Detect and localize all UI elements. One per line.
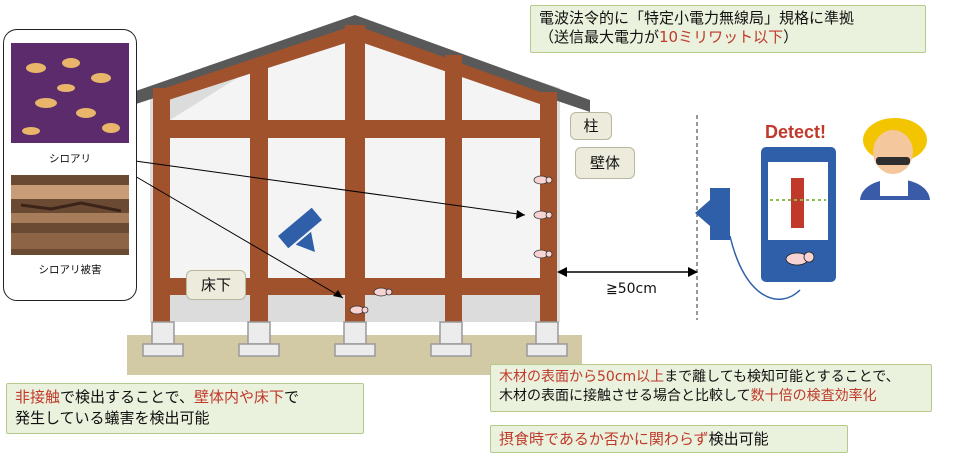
regulation-note: 電波法令的に「特定小電力無線局」規格に準拠 （送信最大電力が10ミリワット以下） <box>530 5 926 53</box>
efficiency-line2: 木材の表面に接触させる場合と比較して数十倍の検査効率化 <box>499 388 877 404</box>
distance-label: ≧50cm <box>606 281 657 297</box>
sensor-antenna-icon <box>695 188 730 240</box>
pillar-label: 柱 <box>583 117 599 135</box>
distance-efficiency-note: 木材の表面から50cm以上まで離しても検知可能とすることで、 木材の表面に接触さ… <box>490 364 932 412</box>
damage-caption: シロアリ被害 <box>38 264 102 276</box>
regulation-line1: 電波法令的に「特定小電力無線局」規格に準拠 <box>539 9 855 27</box>
termite-photo <box>11 43 129 143</box>
non-contact-note: 非接触で検出することで、壁体内や床下で 発生している蟻害を検出可能 <box>6 383 364 434</box>
underfloor-label: 床下 <box>200 276 231 294</box>
pointer-lines <box>127 159 526 299</box>
termite-photo-panel: シロアリ シロアリ被害 <box>3 29 137 301</box>
non-contact-line2: 発生している蟻害を検出可能 <box>15 409 210 427</box>
sensor-cable <box>729 235 801 300</box>
wall-callout: 壁体 <box>575 147 635 179</box>
timber-frame <box>153 25 557 323</box>
termite-damage-photo <box>11 175 129 255</box>
foundation-blocks <box>142 321 568 357</box>
termite-caption: シロアリ <box>49 153 91 165</box>
termite-icon <box>349 175 553 315</box>
detector-device <box>761 147 836 282</box>
efficiency-line1: 木材の表面から50cm以上まで離しても検知可能とすることで、 <box>499 369 900 385</box>
feeding-note: 摂食時であるか否かに関わらず検出可能 <box>490 425 848 453</box>
regulation-line2: （送信最大電力が10ミリワット以下） <box>539 28 799 46</box>
radio-wave-icon <box>278 207 322 253</box>
pillar-callout: 柱 <box>570 112 612 140</box>
non-contact-line1: 非接触で検出することで、壁体内や床下で <box>15 388 299 406</box>
wall-label: 壁体 <box>589 154 620 172</box>
roof <box>130 15 590 112</box>
inspector-avatar <box>860 118 930 200</box>
detect-label: Detect! <box>765 122 827 142</box>
underfloor-callout: 床下 <box>186 270 246 300</box>
